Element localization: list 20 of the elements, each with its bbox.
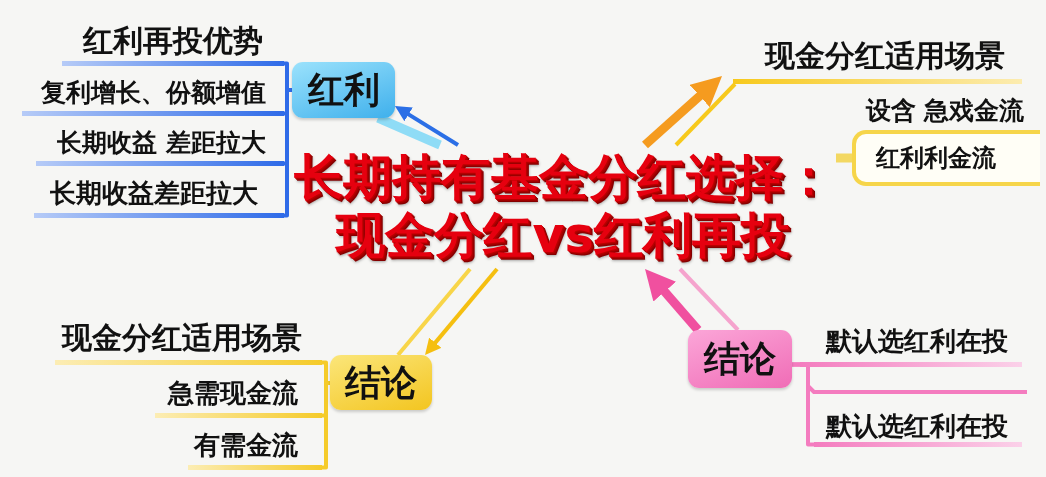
topic-box: 红利利金流 (852, 130, 1040, 186)
branch-label: 设含 急戏金流 (856, 94, 1034, 128)
arrow (645, 269, 702, 333)
connector-line (674, 82, 737, 147)
arrow (642, 76, 723, 149)
branch-label: 急需现金流 (155, 376, 322, 418)
branch-label: 复利增长、份额增值 (22, 76, 284, 116)
connector-line (396, 267, 472, 357)
connector-line (792, 362, 814, 447)
topic-box: 红利 (292, 62, 395, 118)
connector-line (678, 267, 740, 332)
connector-line (836, 153, 852, 163)
central-topic: 长期持有基金分红选择：现金分红vs红利再投 (290, 145, 836, 269)
connector-line (322, 360, 330, 385)
branch-label: 红利再投优势 (62, 22, 284, 66)
branch-label: 默认选红利在投 (814, 412, 1022, 447)
connector-line (284, 61, 292, 92)
arrow (425, 267, 499, 355)
topic-box: 结论 (688, 330, 792, 388)
topic-box: 结论 (330, 355, 432, 410)
